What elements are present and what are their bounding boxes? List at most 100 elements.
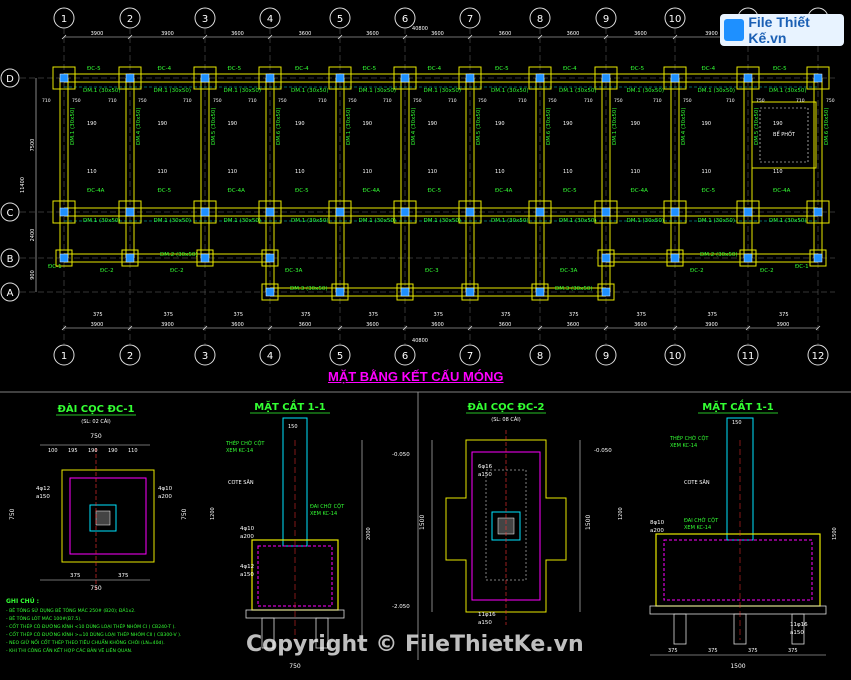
span-dimension: 3900 <box>705 322 718 328</box>
small-dimension: 110 <box>363 169 373 175</box>
detail-subtitle: (SL: 02 CÁI) <box>81 418 111 425</box>
span-dimension: 3600 <box>567 322 580 328</box>
small-dimension: 190 <box>228 121 238 127</box>
span-dimension: 3600 <box>499 322 512 328</box>
dimension-tick <box>61 34 67 40</box>
note-item: - BÊ TÔNG SỬ DỤNG BÊ TÔNG MÁC 250# (B20)… <box>6 606 136 614</box>
column <box>535 207 545 217</box>
beam-label: DM.1 (30x50) <box>291 218 329 224</box>
pile-cap <box>328 200 352 224</box>
axis-letter: A <box>7 288 14 299</box>
small-dimension: 190 <box>87 121 97 127</box>
cap-label: ĐC-5 <box>428 188 442 194</box>
span-dimension: 3900 <box>777 322 790 328</box>
pile-cap <box>52 66 76 90</box>
dimension-text: 750 <box>90 585 102 592</box>
dimension-tick <box>672 325 678 331</box>
small-dimension: 110 <box>87 169 97 175</box>
pile <box>261 617 275 649</box>
dimension-text: 195 <box>68 448 78 454</box>
axis-letter: C <box>7 208 14 219</box>
cap-label: ĐC-4 <box>428 66 442 72</box>
dimension-text: 1200 <box>618 507 624 520</box>
rebar-label: a150 <box>478 472 492 478</box>
pile-cap <box>806 200 830 224</box>
small-dimension: 190 <box>363 121 373 127</box>
axis-number: 6 <box>402 351 408 362</box>
span-dimension: 3900 <box>161 31 174 37</box>
beam-label: DM.1 (30x50) <box>698 218 736 224</box>
pile <box>315 617 329 649</box>
cap-label: ĐC-2 <box>100 268 114 274</box>
column <box>200 207 210 217</box>
small-dimension: 190 <box>158 121 168 127</box>
pile-cap <box>663 200 687 224</box>
small-dimension: 710 <box>653 98 662 104</box>
cap-label: ĐC-5 <box>563 188 577 194</box>
small-dimension: 375 <box>93 312 103 318</box>
axis-number: 3 <box>202 351 208 362</box>
pile-cap <box>458 66 482 90</box>
rebar-outline <box>69 477 147 555</box>
pile-cap <box>261 283 279 301</box>
beam-label: DM.1 (30x50) <box>424 218 462 224</box>
column <box>200 253 210 263</box>
rebar-label: 4φ10 <box>158 486 173 492</box>
column <box>400 287 410 297</box>
beam-label: DM.6 (30x50) <box>276 107 282 145</box>
small-dimension: 190 <box>773 121 783 127</box>
column <box>743 253 753 263</box>
cap-label: ĐC-1 <box>48 264 62 270</box>
pile-cap <box>193 200 217 224</box>
small-dimension: 750 <box>756 98 765 104</box>
beam-label: DM.1 (30x50) <box>612 107 618 145</box>
rebar-label: a200 <box>158 494 172 500</box>
dimension-tick <box>402 325 408 331</box>
rebar-label: 8φ10 <box>650 520 665 526</box>
beam-label: DM.1 (30x50) <box>154 218 192 224</box>
small-dimension: 190 <box>563 121 573 127</box>
pile-cap <box>736 200 760 224</box>
beam-label: DM.1 (30x50) <box>83 218 121 224</box>
small-dimension: 710 <box>796 98 805 104</box>
dimension-text: 150 <box>288 424 298 430</box>
small-dimension: 750 <box>826 98 835 104</box>
column <box>535 287 545 297</box>
cap-label: ĐC-5 <box>295 188 309 194</box>
column <box>125 253 135 263</box>
small-dimension: 375 <box>434 312 444 318</box>
small-dimension: 110 <box>428 169 438 175</box>
pile-cap <box>528 200 552 224</box>
span-dimension: 3600 <box>366 322 379 328</box>
logo-icon <box>724 19 745 41</box>
column-outline <box>89 504 117 532</box>
column <box>743 73 753 83</box>
axis-number: 8 <box>537 351 543 362</box>
pile-cap <box>258 200 282 224</box>
pile-cap <box>739 249 757 267</box>
cap-label: ĐC-4 <box>702 66 716 72</box>
dimension-text: 750 <box>90 433 102 440</box>
detail-subtitle: (SL: 08 CÁI) <box>491 416 521 423</box>
dimension-tick <box>537 325 543 331</box>
pile-cap <box>118 200 142 224</box>
brand-logo: File Thiết Kế.vn <box>720 14 844 46</box>
axis-number: 9 <box>603 351 609 362</box>
dimension-text: 1500 <box>419 515 426 530</box>
pile-cap <box>594 66 618 90</box>
rebar-label: a150 <box>36 494 50 500</box>
rebar-label: 4φ12 <box>240 564 254 570</box>
column <box>743 207 753 217</box>
pile-cap <box>396 283 414 301</box>
beam-label: DM.1 (30x50) <box>698 88 736 94</box>
axis-bubble <box>0 248 20 268</box>
small-dimension: 750 <box>348 98 357 104</box>
pile-cap <box>258 66 282 90</box>
column <box>400 207 410 217</box>
dimension-tick <box>337 34 343 40</box>
cap-label: ĐC-3 <box>425 268 439 274</box>
pile-cap <box>458 200 482 224</box>
pile-cap <box>328 66 352 90</box>
small-dimension: 710 <box>42 98 51 104</box>
level-mark: -0.050 <box>594 448 612 454</box>
